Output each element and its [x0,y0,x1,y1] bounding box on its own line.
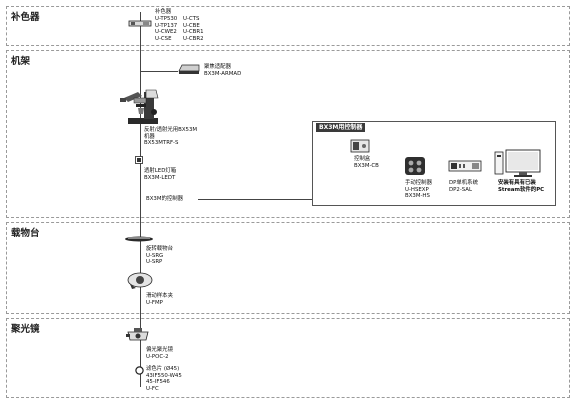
section-title-frame: 机架 [11,56,31,67]
compensator-name: 补色器 [155,9,172,15]
control-box-name: 控制盒 [354,156,371,162]
code-u-tp137: U-TP137 [155,22,178,29]
rotating-stage-icon [125,236,153,242]
controller-connector [198,199,312,200]
filter-name: 滤色片 (Ø45) [146,366,180,372]
dp-unit-icon [448,160,482,172]
section-title-compensator: 补色器 [11,12,40,23]
specimen-holder-label: 滑动样本夹 U-FMP [146,293,173,306]
section-title-condenser: 聚光镜 [11,324,40,335]
section-title-stage: 载物台 [11,228,40,239]
hand-switch-model2: BX3M-HS [405,193,430,200]
condenser-label: 偏光聚光镜 U-POC-2 [146,347,173,360]
microscope-name: 反射/透射光用BX53M [144,127,198,133]
microscope-label: 反射/透射光用BX53M 机器 BX53MTRF-S [144,127,197,147]
rotating-stage-model2: U-SRP [146,259,163,266]
code-u-cbe: U-CBE [183,22,200,29]
dp-name: DP单机系统 [449,180,478,186]
filter-model3: U-FC [146,385,159,392]
specimen-holder-model: U-FMP [146,299,163,306]
microscope-icon [120,89,159,124]
code-u-cts: U-CTS [183,16,200,22]
controller-title: BX3M用控制器 [316,123,366,132]
hand-switch-name: 手动控制器 [405,180,432,186]
control-box-label: 控制盒 BX3M-CB [354,156,379,169]
filter-label: 滤色片 (Ø45) 43IF550-W45 45-IF546 U-FC [146,366,182,392]
condenser-model: U-POC-2 [146,353,169,360]
code-u-cbr2: U-CBR2 [183,35,204,42]
adapter-name: 聚焦适配器 [204,64,231,70]
condenser-icon [126,328,149,341]
led-model: BX3M-LEDT [144,174,176,181]
specimen-holder-name: 滑动样本夹 [146,293,173,299]
condenser-name: 偏光聚光镜 [146,347,173,353]
code-u-cwe2: U-CWE2 [155,29,177,36]
adapter-model: BX3M-ARMAD [204,70,242,77]
led-lamphouse-icon [135,156,143,164]
stage-section: 载物台 [6,222,570,314]
pc-icon [494,149,541,177]
compensator-section: 补色器 [6,6,570,46]
pc-line1: 安装有具有已装 [498,180,536,186]
hand-switch-icon [405,157,425,175]
filter-model2: 45-IF546 [146,379,170,386]
adapter-icon [178,64,200,74]
filter-icon [135,366,144,375]
controller-link-label: BX3M的控制器 [146,196,184,202]
rotating-stage-label: 旋转载物台 U-SRG U-SRP [146,246,173,266]
pc-line2: Stream软件的PC [498,186,545,193]
microscope-model: BX53MTRF-S [144,140,179,147]
adapter-connector [140,71,178,72]
rotating-stage-name: 旋转载物台 [146,246,173,252]
adapter-label: 聚焦适配器 BX3M-ARMAD [204,64,241,77]
code-u-cbr1: U-CBR1 [183,29,204,36]
control-box-icon [350,139,370,153]
condenser-section: 聚光镜 [6,318,570,398]
specimen-holder-icon [127,272,153,289]
microscope-name2: 机器 [144,133,155,140]
dp-label: DP单机系统 DP2-SAL [449,180,478,193]
control-box-model: BX3M-CB [354,162,379,169]
code-u-cse: U-CSE [155,35,172,42]
dp-model: DP2-SAL [449,186,472,193]
compensator-icon [128,20,152,27]
led-label: 透射LED灯箱 BX3M-LEDT [144,168,176,181]
pc-label: 安装有具有已装 Stream软件的PC [498,180,544,193]
filter-model1: 43IF550-W45 [146,372,182,379]
led-name: 透射LED灯箱 [144,168,177,174]
hand-switch-model1: U-HSEXP [405,186,429,193]
frame-section: 机架 [6,50,570,218]
code-u-tp530: U-TP530 [155,16,178,22]
hand-switch-label: 手动控制器 U-HSEXP BX3M-HS [405,180,432,200]
trunk-line [140,12,141,387]
rotating-stage-model1: U-SRG [146,252,164,259]
